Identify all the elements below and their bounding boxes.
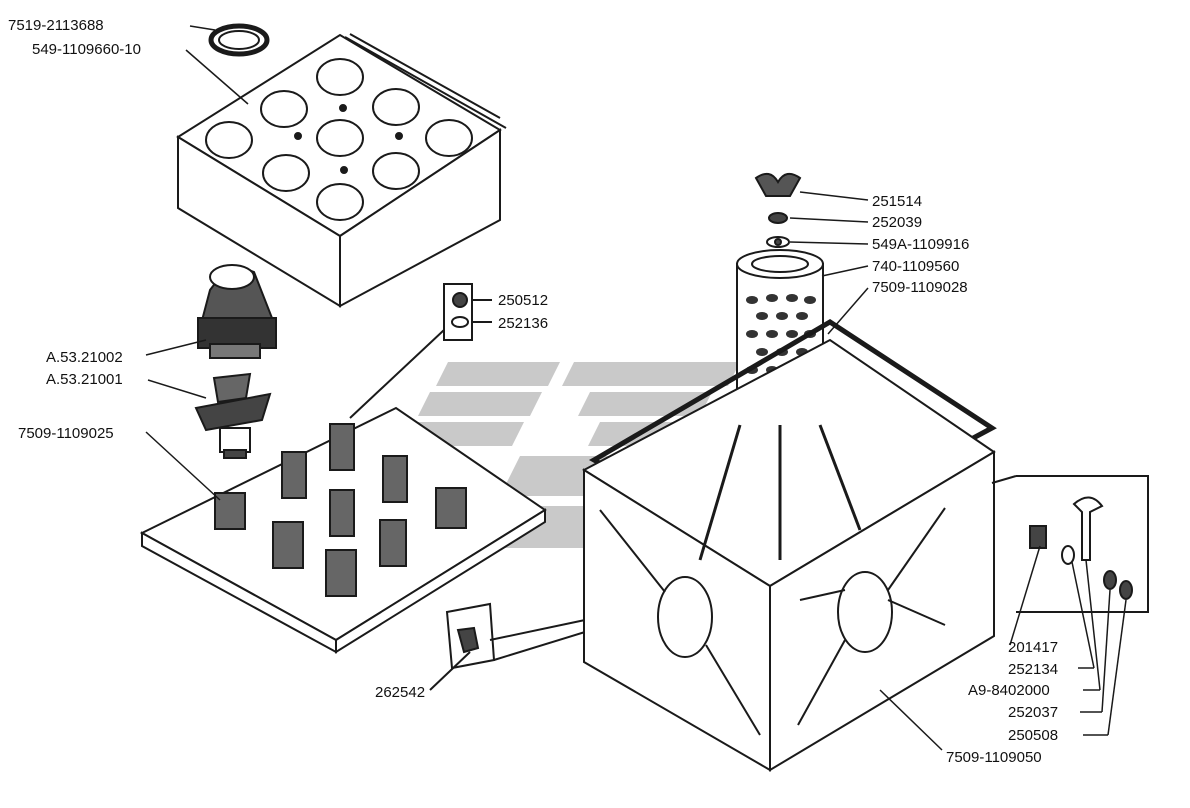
cyclone-cap (197, 264, 277, 359)
lower-tray (139, 406, 547, 654)
wing-nut-stack (754, 172, 802, 248)
label-nut-d: 250508 (1008, 727, 1058, 744)
label-cyclone-swirler: A.53.21001 (46, 371, 123, 388)
leader-lines (145, 25, 1127, 751)
part-labels: 7519-2113688 549-1109660-10 250512 25213… (8, 17, 1058, 766)
callout-box-plug (429, 602, 586, 691)
label-washer-a: 252039 (872, 214, 922, 231)
label-nut-small: 250512 (498, 292, 548, 309)
filter-element (736, 249, 824, 429)
callout-box-nut (349, 283, 492, 419)
label-upper-tray: 549-1109660-10 (32, 41, 141, 58)
label-plug: 262542 (375, 684, 425, 701)
label-wing-nut: 251514 (872, 193, 922, 210)
label-cyclone-cap: A.53.21002 (46, 349, 123, 366)
callout-box-latch (991, 475, 1149, 613)
upper-tray (176, 33, 507, 308)
label-frame-gasket: 7509-1109028 (872, 279, 968, 296)
label-upper-tray-seal: 7519-2113688 (8, 17, 104, 34)
label-washer-c: 252134 (1008, 661, 1058, 678)
label-lower-tray: 7509-1109025 (18, 425, 114, 442)
housing (581, 338, 996, 772)
label-filter-element: 740-1109560 (872, 258, 959, 275)
label-bolt: 201417 (1008, 639, 1058, 656)
label-housing: 7509-1109050 (946, 749, 1042, 766)
seal-ring (208, 23, 270, 57)
cyclone-swirler (194, 372, 272, 459)
label-washer-b: 549A-1109916 (872, 236, 969, 253)
label-washer-small: 252136 (498, 315, 548, 332)
label-washer-d: 252037 (1008, 704, 1058, 721)
label-latch: A9-8402000 (968, 682, 1050, 699)
